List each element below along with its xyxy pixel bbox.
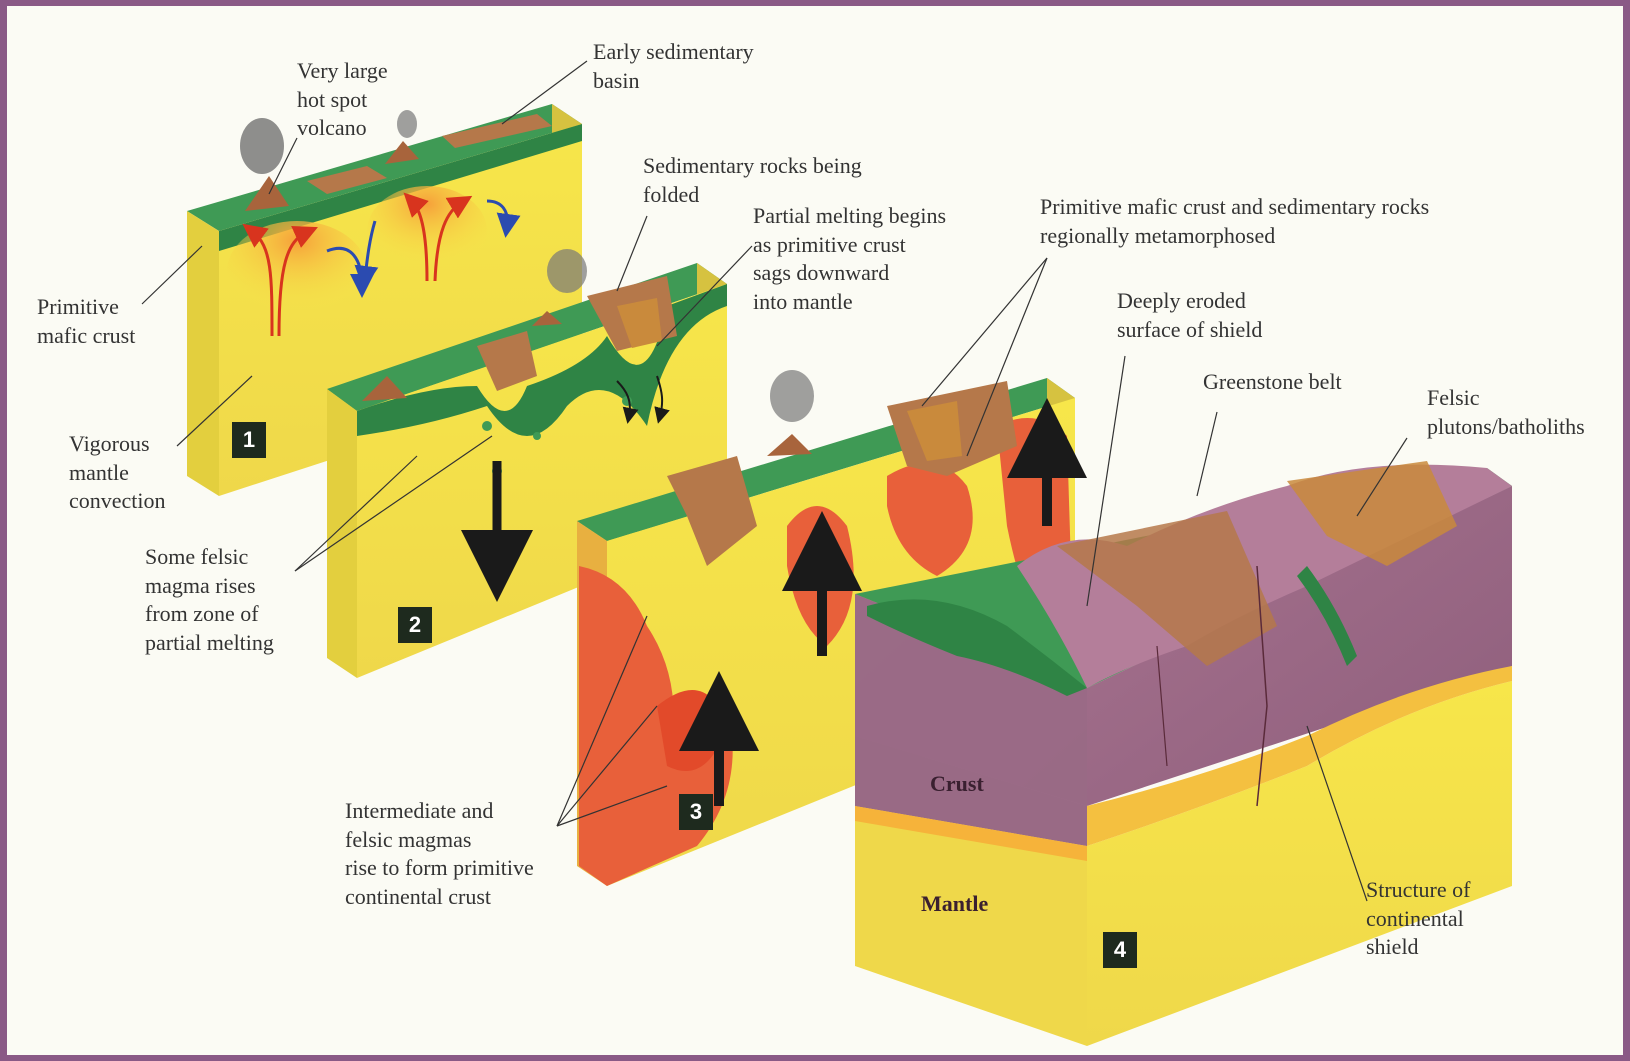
stage-badge-1: 1 xyxy=(232,422,266,458)
label-felsic-plutons: Felsic plutons/batholiths xyxy=(1427,384,1585,441)
label-mantle: Mantle xyxy=(921,891,988,917)
label-vigorous-mantle-convection: Vigorous mantle convection xyxy=(69,430,166,516)
label-hot-spot-volcano: Very large hot spot volcano xyxy=(297,57,388,143)
label-partial-melting: Partial melting begins as primitive crus… xyxy=(753,202,946,316)
diagram-frame: Very large hot spot volcano Early sedime… xyxy=(7,6,1623,1055)
stage-badge-3: 3 xyxy=(679,794,713,830)
label-primitive-mafic-crust: Primitive mafic crust xyxy=(37,293,135,350)
label-crust: Crust xyxy=(930,771,984,797)
label-early-sedimentary-basin: Early sedimentary basin xyxy=(593,38,754,95)
stage-badge-4: 4 xyxy=(1103,932,1137,968)
label-regionally-metamorphosed: Primitive mafic crust and sedimentary ro… xyxy=(1040,193,1429,250)
stage-badge-2: 2 xyxy=(398,607,432,643)
label-felsic-magma-rises: Some felsic magma rises from zone of par… xyxy=(145,543,274,657)
label-greenstone-belt: Greenstone belt xyxy=(1203,368,1342,397)
label-structure-continental-shield: Structure of continental shield xyxy=(1366,876,1470,962)
label-deeply-eroded-surface: Deeply eroded surface of shield xyxy=(1117,287,1262,344)
label-intermediate-felsic-magmas: Intermediate and felsic magmas rise to f… xyxy=(345,797,534,911)
label-sedimentary-folded: Sedimentary rocks being folded xyxy=(643,152,862,209)
